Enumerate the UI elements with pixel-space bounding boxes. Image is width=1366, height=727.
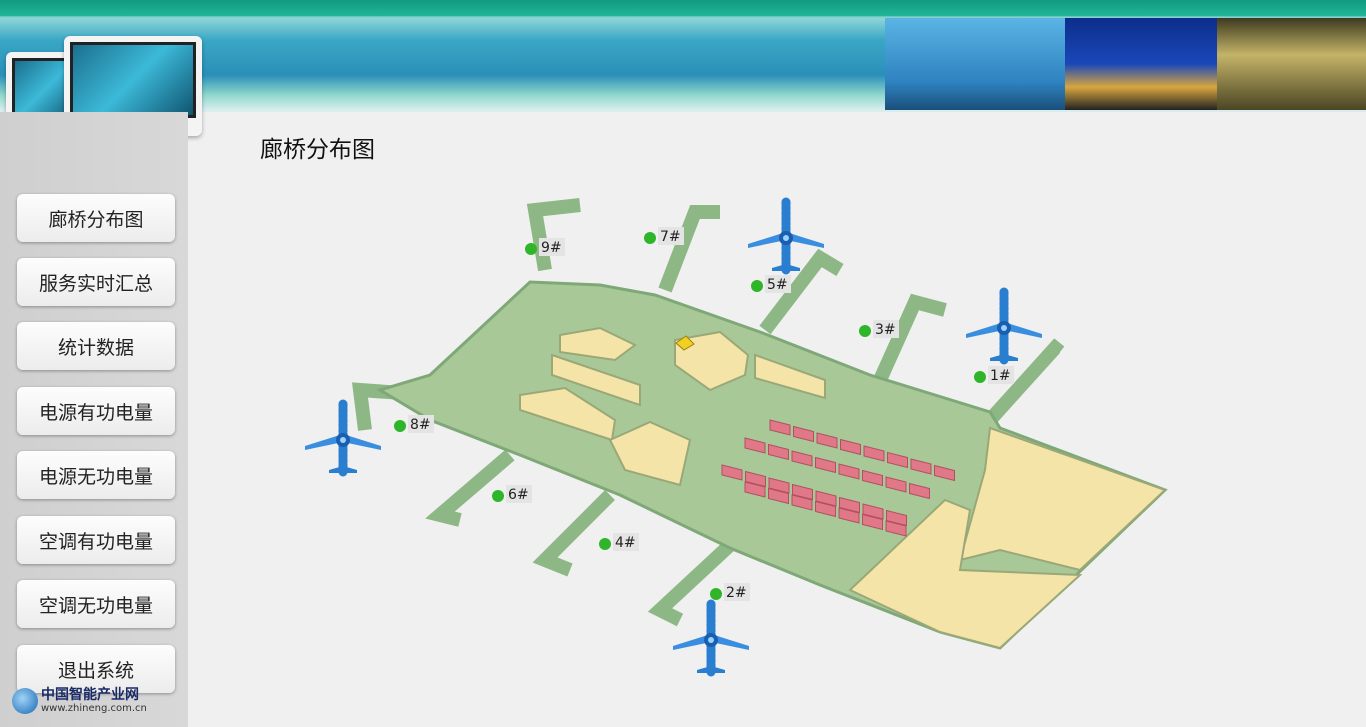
gate-6[interactable]: 6# [492,485,532,503]
logo: 中国智能产业网 www.zhineng.com.cn [12,688,147,714]
photo-airport-night [1065,18,1217,110]
logo-globe-icon [12,688,38,714]
shop-block [793,425,814,443]
nav-ac-reactive[interactable]: 空调无功电量 [17,580,175,628]
shop-block [791,450,813,467]
gate-label: 6# [508,487,529,503]
building-blocks [519,326,1167,650]
shop-block [815,500,836,518]
shop-block [838,463,860,480]
nav-ac-active[interactable]: 空调有功电量 [17,516,175,564]
shop-block [862,513,883,531]
logo-url: www.zhineng.com.cn [41,703,147,714]
nav-service-summary[interactable]: 服务实时汇总 [17,258,175,306]
shop-blocks [721,419,955,537]
airplane-icon[interactable] [673,604,749,674]
nav-power-reactive[interactable]: 电源无功电量 [17,451,175,499]
gate-7[interactable]: 7# [644,227,684,245]
shop-block [769,419,791,436]
gate-label: 5# [767,277,788,293]
gate-2[interactable]: 2# [710,583,750,601]
gate-8[interactable]: 8# [394,415,434,433]
shop-block [839,496,860,514]
shop-block [863,445,885,462]
shop-block [791,494,813,511]
shop-block [910,458,932,475]
shop-block [768,477,790,494]
shop-block [862,469,883,487]
shop-block [838,507,860,524]
shop-block [816,432,838,449]
shop-block [815,490,837,507]
logo-name: 中国智能产业网 [41,687,139,703]
shop-block [885,476,907,493]
shop-block [885,520,907,537]
shop-block [744,481,766,498]
nav-statistics[interactable]: 统计数据 [17,322,175,370]
shop-block [934,464,955,482]
shop-block [768,487,789,505]
shop-block [887,451,908,469]
page-title: 廊桥分布图 [260,137,375,163]
shop-block [745,470,766,488]
gate-5[interactable]: 5# [751,275,791,293]
shop-block [840,438,861,456]
gate-label: 3# [875,322,896,338]
nav-power-active[interactable]: 电源有功电量 [17,387,175,435]
shop-block [886,509,907,527]
nav-exit[interactable]: 退出系统 [17,645,175,693]
shop-block [815,456,836,474]
gate-label: 7# [660,229,681,245]
shop-block [721,464,743,481]
shop-block [768,443,789,461]
gate-4[interactable]: 4# [599,533,639,551]
gate-markers: 1# 2# 3# 4# 5# 6# 7# 8# 9# [394,227,1014,601]
gate-9[interactable]: 9# [525,238,565,256]
shop-block [909,482,930,500]
top-strip [0,0,1366,16]
gate-3[interactable]: 3# [859,320,899,338]
shop-block [862,503,884,520]
marker-icon [675,335,695,351]
nav-bridge-distribution[interactable]: 廊桥分布图 [17,194,175,242]
gate-label: 2# [726,585,747,601]
gate-label: 4# [615,535,636,551]
gate-label: 9# [541,240,562,256]
photo-terminal-hall [1217,18,1366,110]
gate-label: 1# [990,368,1011,384]
shop-block [744,437,766,454]
photo-statue [885,18,1065,110]
airplane-icon[interactable] [966,292,1042,362]
gate-label: 8# [410,417,431,433]
shop-block [792,483,813,501]
gate-1[interactable]: 1# [974,366,1014,384]
